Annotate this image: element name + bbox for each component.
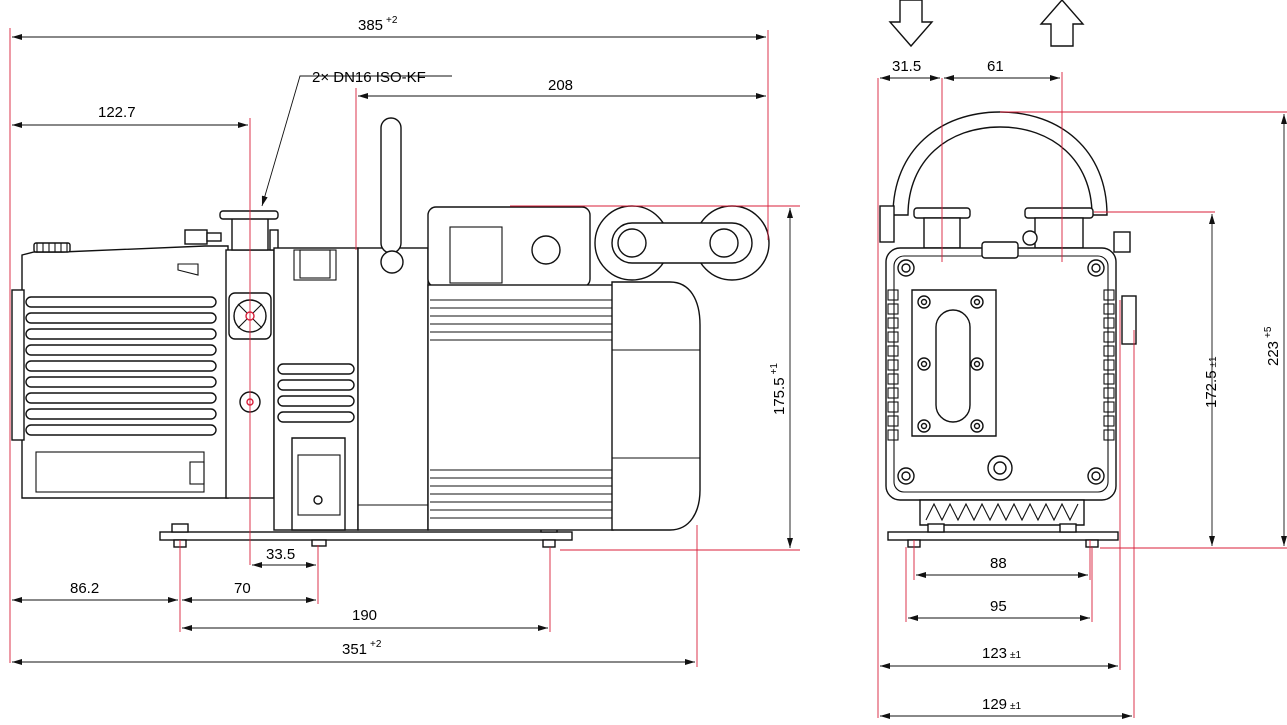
flow-arrow-in-icon [888, 0, 934, 48]
end-view-pump [879, 0, 1137, 548]
handle-side [594, 205, 770, 281]
cooling-fins [25, 296, 217, 436]
dim-overall-length: 385+2 [358, 15, 398, 34]
dim-foot-to-foot-front: 70 [234, 580, 251, 597]
gas-ballast-valve [184, 229, 222, 245]
end-view-fins [887, 289, 1115, 441]
callout-port-label: 2× DN16 ISO-KF [312, 69, 426, 86]
dim-port-offset-left: 31.5 [892, 58, 921, 75]
side-view-dimension-lines [12, 34, 793, 665]
dim-front-to-first-foot: 86.2 [70, 580, 99, 597]
motor [427, 206, 701, 531]
end-view-dimension-lines [880, 75, 1287, 719]
end-view-labels: 31.5 61 172.5±1 223+5 88 95 123±1 129±1 [892, 58, 1282, 713]
intermediate-housing [273, 247, 359, 531]
flow-arrow-out-icon [1039, 0, 1085, 47]
dim-foot-spacing: 190 [352, 607, 377, 624]
dim-foot-span-inner: 88 [990, 555, 1007, 572]
dim-port-spacing: 61 [987, 58, 1004, 75]
dim-base-length: 351+2 [342, 639, 382, 658]
end-view-extension-lines [877, 72, 1287, 718]
dim-overall-width: 129±1 [982, 696, 1022, 713]
port-block [219, 210, 279, 499]
dim-height: 175.5+1 [769, 363, 788, 415]
dim-port-to-foot: 33.5 [266, 546, 295, 563]
side-view-extension-lines [9, 28, 800, 667]
side-view-pump [11, 117, 770, 548]
dim-overall-height: 223+5 [1263, 326, 1282, 366]
side-view-labels: 385+2 2× DN16 ISO-KF 208 122.7 175.5+1 3… [70, 15, 788, 658]
dim-body-width: 123±1 [982, 645, 1022, 662]
dim-body-height: 172.5±1 [1203, 356, 1220, 408]
motor-flange [357, 117, 429, 531]
foot-middle [311, 539, 327, 547]
dim-port-to-motor-end: 208 [548, 77, 573, 94]
dim-foot-span-outer: 95 [990, 598, 1007, 615]
dim-front-to-port: 122.7 [98, 104, 136, 121]
